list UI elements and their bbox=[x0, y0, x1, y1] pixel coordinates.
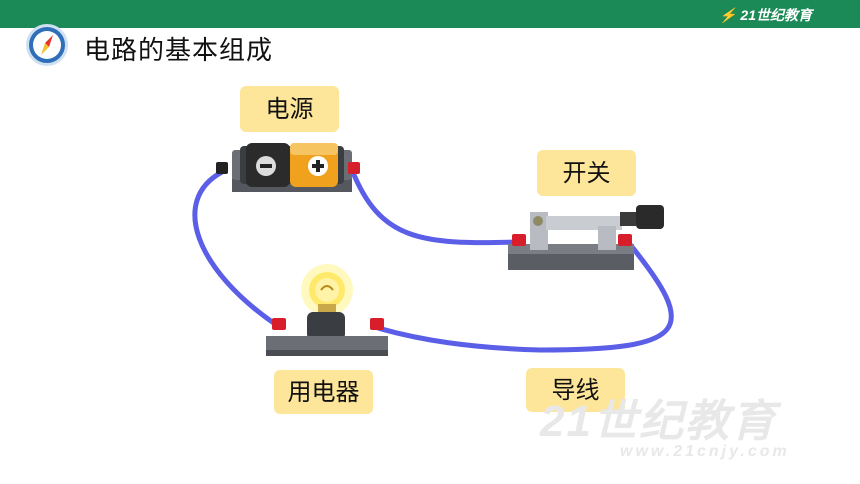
watermark-brand: 21世纪教育 bbox=[540, 397, 777, 446]
wire-battery-to-switch bbox=[349, 167, 521, 246]
runner-icon: ⚡ bbox=[718, 7, 737, 23]
switch bbox=[508, 205, 664, 270]
label-switch: 开关 bbox=[537, 150, 636, 196]
label-wire: 导线 bbox=[526, 368, 625, 412]
lamp bbox=[266, 264, 388, 356]
brand-text: 21世纪教育 bbox=[740, 7, 812, 23]
label-power-source: 电源 bbox=[240, 86, 339, 132]
wire-battery-to-lamp bbox=[192, 169, 281, 329]
brand-logo: ⚡21世纪教育 bbox=[719, 5, 812, 25]
page-title: 电路的基本组成 bbox=[84, 36, 274, 66]
watermark: 21世纪教育 www.21cnjy.com bbox=[540, 385, 790, 461]
watermark-url: www.21cnjy.com bbox=[620, 443, 790, 460]
wire-switch-to-lamp bbox=[375, 239, 674, 353]
battery bbox=[216, 143, 360, 192]
top-banner: ⚡21世纪教育 bbox=[0, 0, 860, 28]
compass-icon bbox=[26, 24, 68, 66]
label-load: 用电器 bbox=[274, 370, 373, 414]
wires bbox=[192, 167, 674, 353]
